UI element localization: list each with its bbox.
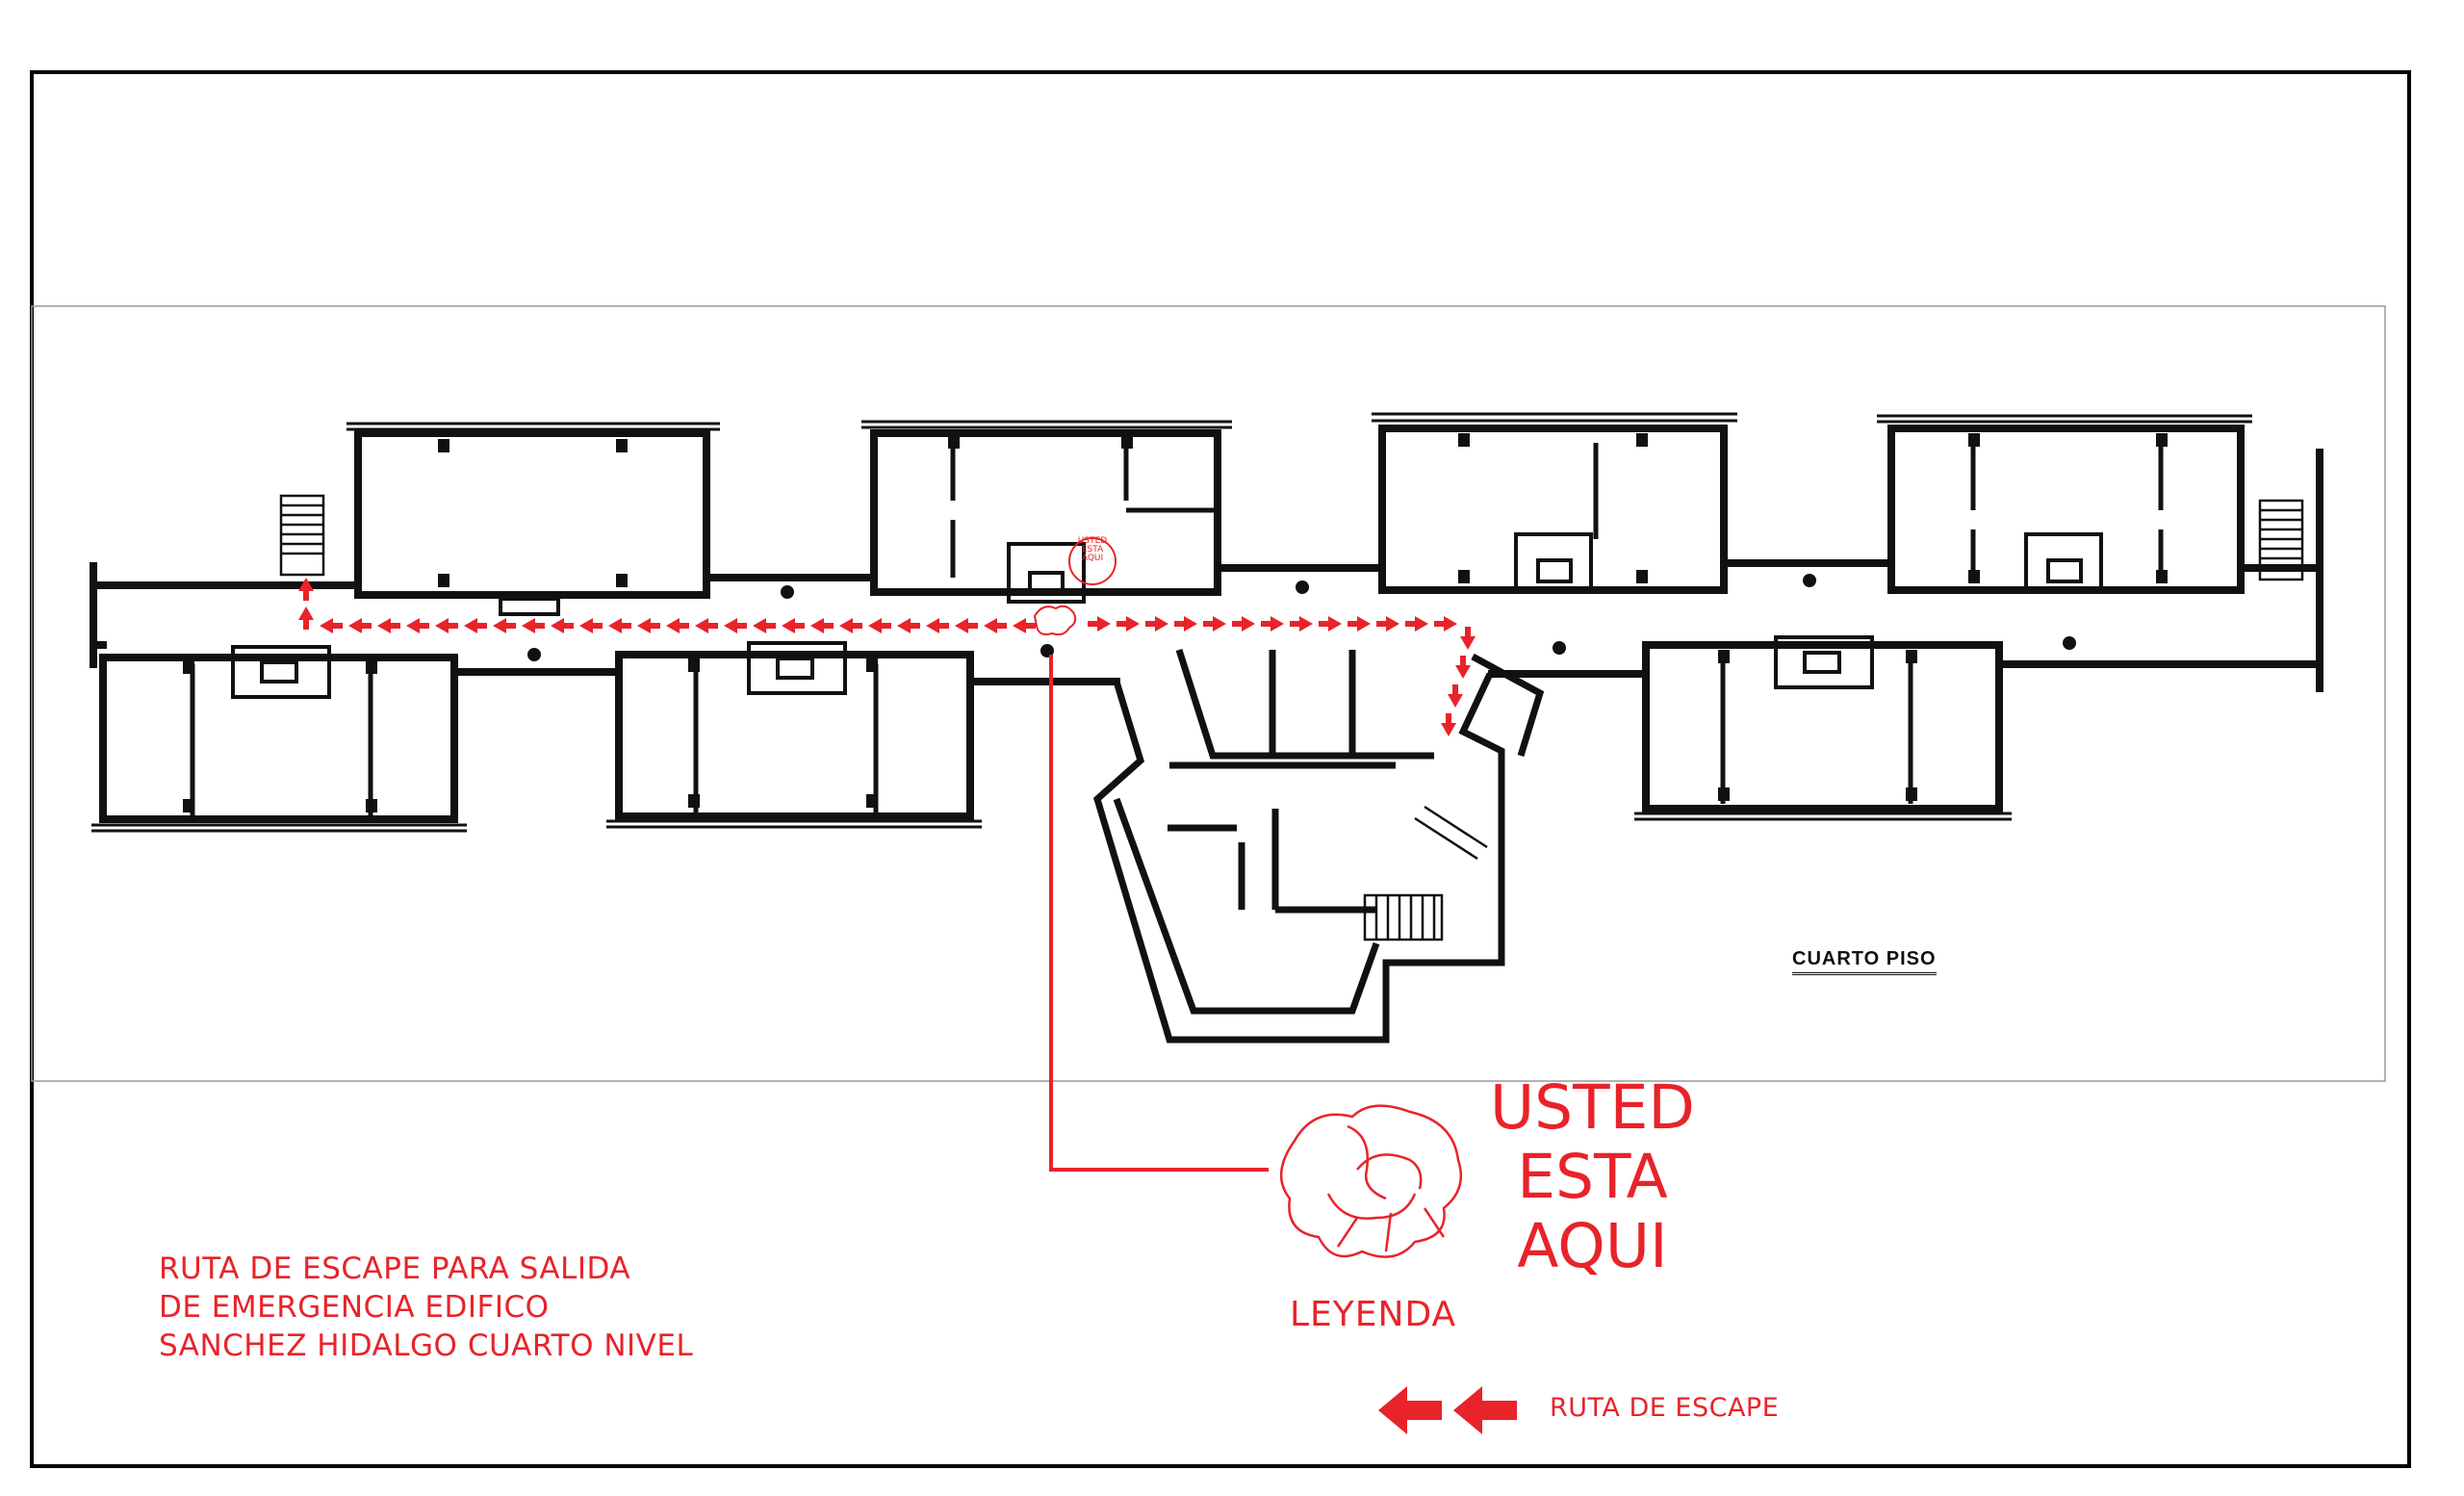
columns — [183, 433, 2168, 812]
location-marker-icon — [1033, 537, 1116, 636]
route-arrows-left — [320, 618, 1036, 633]
room-top-4 — [1887, 425, 2245, 594]
small-label-line: AQUI — [1081, 554, 1104, 563]
you-are-here-line: USTED — [1490, 1072, 1695, 1143]
central-stair — [1363, 805, 1488, 941]
central-wing — [1093, 648, 1545, 1044]
route-arrows-down — [1441, 627, 1476, 736]
route-legend-label: RUTA DE ESCAPE — [1550, 1393, 1780, 1423]
room-bottom-2 — [615, 651, 974, 820]
room-top-3 — [1378, 425, 1728, 594]
leader-line — [1049, 655, 1269, 1172]
plan-caption: RUTA DE ESCAPE PARA SALIDA DE EMERGENCIA… — [159, 1250, 693, 1365]
restroom-fixtures — [231, 532, 2103, 699]
small-you-are-here-label: USTED ESTA AQUI — [1070, 537, 1115, 563]
caption-line: DE EMERGENCIA EDIFICO — [159, 1290, 550, 1325]
windows — [91, 412, 2252, 833]
escape-route — [298, 578, 1476, 736]
you-are-here-line: AQUI — [1517, 1211, 1668, 1281]
small-label-line: USTED — [1077, 536, 1108, 546]
route-arrows-right — [1088, 616, 1457, 632]
room-bottom-1 — [99, 654, 458, 823]
room-bottom-3 — [1642, 641, 2003, 812]
you-are-here-line: ESTA — [1517, 1142, 1668, 1212]
stairs — [279, 494, 2304, 581]
you-are-here-label: USTED ESTA AQUI — [1490, 1073, 1695, 1281]
plan-frame — [31, 305, 2386, 1082]
route-arrows-up — [298, 578, 314, 630]
legend-marker-icon — [1279, 1104, 1463, 1258]
legend-title: LEYENDA — [1290, 1295, 1457, 1334]
caption-line: SANCHEZ HIDALGO CUARTO NIVEL — [159, 1328, 694, 1363]
floor-label: CUARTO PISO — [1792, 948, 1937, 975]
small-label-line: ESTA — [1081, 545, 1104, 555]
left-arrow-icon — [1378, 1386, 1517, 1434]
room-top-1 — [354, 429, 710, 599]
caption-line: RUTA DE ESCAPE PARA SALIDA — [159, 1251, 631, 1286]
